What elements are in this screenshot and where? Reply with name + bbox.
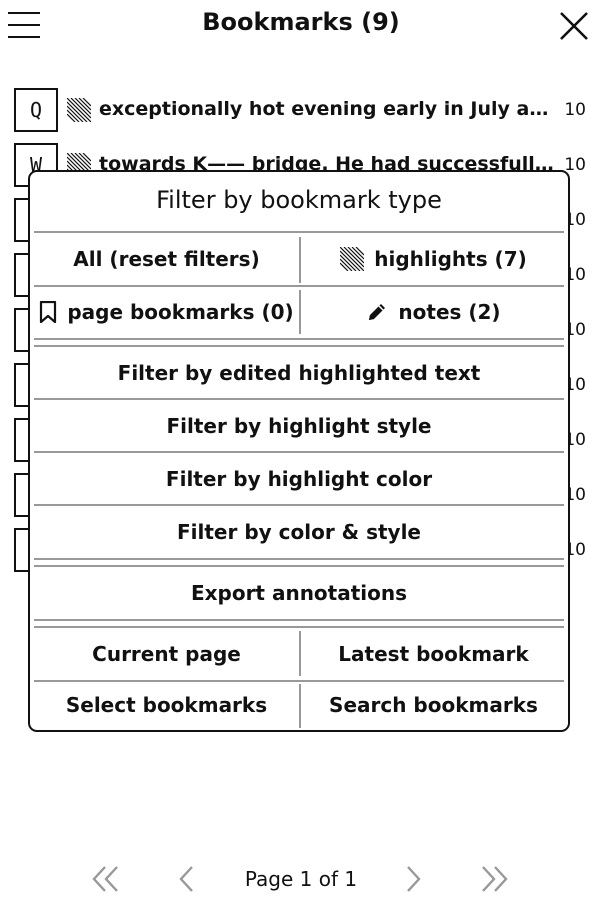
select-bookmarks-label: Select bookmarks [65,693,268,717]
highlights-filter-label: highlights (7) [374,247,527,271]
divider [34,619,564,621]
bookmark-letter-box[interactable]: Q [14,88,58,132]
notes-filter-button[interactable]: notes (2) [301,287,566,337]
export-annotations-label: Export annotations [190,580,408,605]
page-title: Bookmarks (9) [202,8,400,36]
highlight-hatch-icon [66,97,92,123]
divider [34,504,564,506]
search-bookmarks-label: Search bookmarks [329,693,538,717]
all-reset-filters-button[interactable]: All (reset filters) [34,233,299,285]
divider [34,338,564,340]
filter-edited-text-button[interactable]: Filter by edited highlighted text [34,347,564,398]
filter-highlight-style-label: Filter by highlight style [166,413,432,438]
filter-edited-text-label: Filter by edited highlighted text [117,360,481,385]
filter-highlight-color-label: Filter by highlight color [165,466,433,491]
double-chevron-right-icon[interactable] [476,864,512,894]
divider [34,558,564,560]
popup-title: Filter by bookmark type [156,186,442,214]
chevron-left-icon[interactable] [170,864,206,894]
all-reset-filters-label: All (reset filters) [73,247,260,271]
export-annotations-button[interactable]: Export annotations [34,567,564,618]
filter-popup: Filter by bookmark type All (reset filte… [28,170,570,732]
notes-filter-label: notes (2) [398,300,501,324]
bookmark-page-number: 10 [564,100,586,120]
filter-highlight-color-button[interactable]: Filter by highlight color [34,453,564,504]
current-page-button[interactable]: Current page [34,628,299,679]
divider [34,345,564,347]
latest-bookmark-button[interactable]: Latest bookmark [301,628,566,679]
bookmark-page-number: 10 [564,155,586,175]
divider [299,631,301,676]
hamburger-menu-icon[interactable] [6,10,42,40]
title-bar: Bookmarks (9) [0,0,602,50]
current-page-label: Current page [92,641,241,666]
divider [34,680,564,682]
divider [34,231,564,233]
select-bookmarks-button[interactable]: Select bookmarks [34,682,299,728]
highlights-filter-button[interactable]: highlights (7) [301,233,566,285]
bookmark-text: exceptionally hot evening early in July … [99,98,554,120]
bookmark-ribbon-icon [40,301,57,323]
divider [34,626,564,628]
highlight-hatch-icon [340,247,365,271]
filter-highlight-style-button[interactable]: Filter by highlight style [34,400,564,451]
search-bookmarks-button[interactable]: Search bookmarks [301,682,566,728]
divider [34,451,564,453]
divider [299,237,301,283]
latest-bookmark-label: Latest bookmark [338,641,529,666]
close-icon[interactable] [558,10,590,42]
divider [299,684,301,728]
page-bookmarks-filter-button[interactable]: page bookmarks (0) [34,287,299,337]
divider [299,290,301,334]
page-indicator[interactable]: Page 1 of 1 [244,867,358,891]
chevron-right-icon[interactable] [396,864,432,894]
divider [34,285,564,287]
pencil-icon [369,304,386,320]
pagination-bar: Page 1 of 1 [0,856,602,902]
filter-color-style-label: Filter by color & style [177,519,421,544]
double-chevron-left-icon[interactable] [88,864,124,894]
divider [34,565,564,567]
page-bookmarks-filter-label: page bookmarks (0) [67,300,294,324]
divider [34,398,564,400]
filter-color-style-button[interactable]: Filter by color & style [34,506,564,557]
